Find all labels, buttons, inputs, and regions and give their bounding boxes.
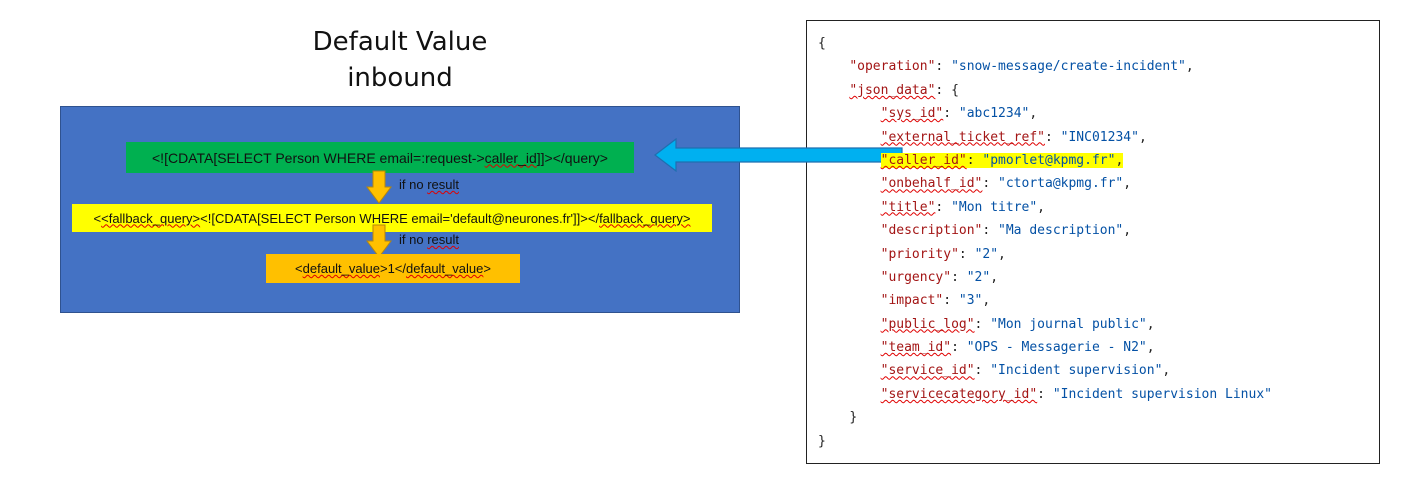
- json-field-value: "Incident supervision Linux": [1052, 386, 1272, 402]
- json-field-key: "service_id": [880, 363, 975, 379]
- json-field-key: "impact": [880, 293, 944, 309]
- json-field-key: "onbehalf_id": [880, 176, 983, 192]
- operation-key: "operation": [849, 59, 936, 75]
- json-field-line: "impact": "3",: [880, 293, 991, 309]
- json-field-line: "title": "Mon titre",: [880, 199, 1045, 215]
- note-if-no-result-2: if no result: [399, 232, 459, 247]
- json-field-comma: ,: [1162, 363, 1171, 379]
- default-tag-1: default_value: [302, 261, 380, 276]
- query-prefix: <![CDATA[SELECT Person WHERE email=:requ…: [152, 149, 485, 166]
- default-value-box: <default_value>1</default_value>: [266, 254, 520, 283]
- code-line-json-data: "json_data": {: [849, 82, 959, 98]
- fallback-query-box: <<fallback_query><![CDATA[SELECT Person …: [72, 204, 712, 232]
- json-field-value: "INC01234": [1060, 129, 1139, 145]
- json-field-value: "abc1234": [958, 106, 1030, 122]
- json-field-value: "Mon titre": [951, 199, 1038, 215]
- json-field-key: "external_ticket_ref": [880, 129, 1045, 145]
- json-field-value: "2": [966, 269, 991, 285]
- json-field-value: "OPS - Messagerie - N2": [966, 340, 1147, 356]
- json-panel: [806, 20, 1380, 464]
- note1-prefix: if no: [399, 177, 428, 192]
- json-fields: "sys_id": "abc1234", "external_ticket_re…: [818, 102, 1272, 406]
- diagram-title: Default Value inbound: [250, 24, 550, 96]
- json-field-line: "onbehalf_id": "ctorta@kpmg.fr",: [880, 176, 1132, 192]
- down-arrow-1: [366, 170, 392, 204]
- note1-word: result: [427, 177, 459, 192]
- json-field-line: "sys_id": "abc1234",: [880, 106, 1038, 122]
- note2-word: result: [427, 232, 459, 247]
- open-brace: {: [818, 36, 826, 51]
- json-field-line: "caller_id": "pmorlet@kpmg.fr",: [880, 152, 1124, 168]
- json-field-line: "servicecategory_id": "Incident supervis…: [880, 386, 1272, 402]
- fallback-open-tag: <fallback_query>: [101, 210, 201, 226]
- default-end: >: [483, 261, 491, 276]
- json-field-key: "caller_id": [880, 152, 967, 168]
- json-field-value: "Mon journal public": [990, 316, 1147, 332]
- json-field-comma: ,: [1146, 316, 1155, 332]
- json-field-comma: ,: [998, 246, 1006, 262]
- json-field-line: "description": "Ma description",: [880, 223, 1132, 239]
- default-tag-2: default_value: [406, 261, 484, 276]
- note2-prefix: if no: [399, 232, 428, 247]
- json-field-value: "3": [958, 293, 983, 309]
- json-data-close: }: [849, 410, 858, 426]
- json-field-line: "team_id": "OPS - Messagerie - N2",: [880, 340, 1155, 356]
- json-field-comma: ,: [1146, 340, 1155, 356]
- query-field: caller_id: [484, 149, 537, 166]
- json-field-key: "sys_id": [880, 106, 944, 122]
- json-field-value: "pmorlet@kpmg.fr": [982, 152, 1116, 168]
- json-data-open: {: [951, 82, 959, 98]
- json-field-line: "service_id": "Incident supervision",: [880, 363, 1171, 379]
- json-field-comma: ,: [1037, 199, 1045, 215]
- json-data-key: "json_data": [849, 82, 936, 98]
- json-field-value: "2": [974, 246, 999, 262]
- code-line-close: }: [818, 430, 1272, 453]
- operation-value: "snow-message/create-incident": [951, 59, 1186, 75]
- json-field-key: "priority": [880, 246, 959, 262]
- code-line-json-data-close: }: [818, 406, 1272, 429]
- json-field-line: "public_log": "Mon journal public",: [880, 316, 1155, 332]
- fallback-close-tag: fallback_query>: [599, 210, 691, 226]
- code-line-operation: "operation": "snow-message/create-incide…: [849, 59, 1194, 75]
- query-box: <![CDATA[SELECT Person WHERE email=:requ…: [126, 142, 634, 173]
- close-brace: }: [818, 433, 826, 449]
- json-field-comma: ,: [990, 269, 999, 285]
- json-field-comma: ,: [1138, 129, 1147, 145]
- json-field-key: "servicecategory_id": [880, 386, 1038, 402]
- json-field-comma: ,: [1115, 152, 1124, 168]
- json-field-comma: ,: [1123, 223, 1132, 239]
- code-line-open: {: [818, 32, 1272, 55]
- title-line-1: Default Value: [312, 27, 488, 57]
- default-open: <: [295, 261, 303, 276]
- json-code: { "operation": "snow-message/create-inci…: [818, 32, 1272, 453]
- json-field-value: "Incident supervision": [990, 363, 1163, 379]
- json-field-value: "ctorta@kpmg.fr": [998, 176, 1124, 192]
- json-field-key: "title": [880, 199, 936, 215]
- fallback-middle: <![CDATA[SELECT Person WHERE email='defa…: [200, 210, 600, 226]
- json-field-key: "team_id": [880, 340, 952, 356]
- down-arrow-2: [366, 224, 392, 258]
- fallback-lt: <: [93, 210, 102, 226]
- json-field-line: "urgency": "2",: [880, 269, 999, 285]
- json-field-value: "Ma description": [998, 223, 1124, 239]
- title-line-2: inbound: [347, 63, 453, 93]
- json-field-key: "public_log": [880, 316, 975, 332]
- json-field-comma: ,: [1029, 106, 1038, 122]
- json-field-key: "urgency": [880, 269, 952, 285]
- json-field-line: "priority": "2",: [880, 246, 1006, 262]
- default-mid: >1</: [379, 261, 407, 276]
- query-suffix: ]]></query>: [536, 149, 608, 166]
- json-field-comma: ,: [982, 293, 991, 309]
- note-if-no-result-1: if no result: [399, 177, 459, 192]
- json-field-key: "description": [880, 223, 983, 239]
- json-field-line: "external_ticket_ref": "INC01234",: [880, 129, 1147, 145]
- json-field-comma: ,: [1123, 176, 1132, 192]
